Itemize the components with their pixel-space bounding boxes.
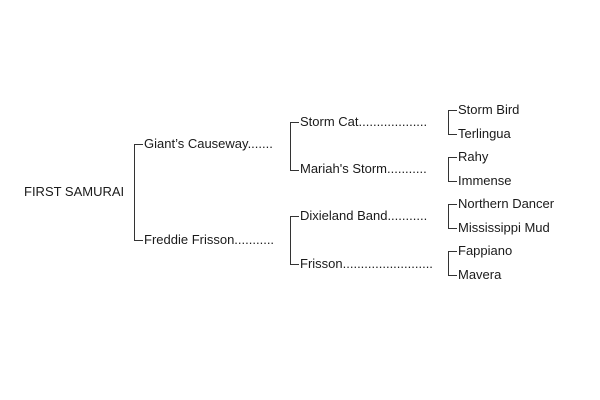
- bracket-dam-dam-parents: [448, 251, 457, 276]
- sire-sire-sire-name: Storm Bird: [458, 102, 520, 117]
- bracket-dam-sire-parents: [448, 204, 457, 229]
- bracket-sire-parents: [290, 122, 299, 171]
- dam-dam-name: Frisson.........................: [300, 256, 433, 271]
- bracket-subject-parents: [134, 144, 143, 241]
- sire-sire-name: Storm Cat...................: [300, 114, 428, 129]
- sire-sire-dam-name: Terlingua: [458, 126, 511, 141]
- dam-dam-dam-name: Mavera: [458, 267, 502, 282]
- sire-dam-sire-name: Rahy: [458, 149, 489, 164]
- bracket-dam-parents: [290, 216, 299, 265]
- sire-dam-dam-name: Immense: [458, 173, 512, 188]
- sire-dam-name: Mariah's Storm...........: [300, 161, 427, 176]
- dam-sire-sire-name: Northern Dancer: [458, 196, 555, 211]
- dam-dam-sire-name: Fappiano: [458, 243, 513, 258]
- bracket-sire-dam-parents: [448, 157, 457, 182]
- sire-name: Giant’s Causeway.......: [144, 136, 273, 151]
- bracket-sire-sire-parents: [448, 110, 457, 135]
- dam-sire-name: Dixieland Band...........: [300, 208, 428, 223]
- subject-horse-name: FIRST SAMURAI: [24, 184, 125, 199]
- dam-sire-dam-name: Mississippi Mud: [458, 220, 550, 235]
- dam-name: Freddie Frisson...........: [144, 232, 275, 247]
